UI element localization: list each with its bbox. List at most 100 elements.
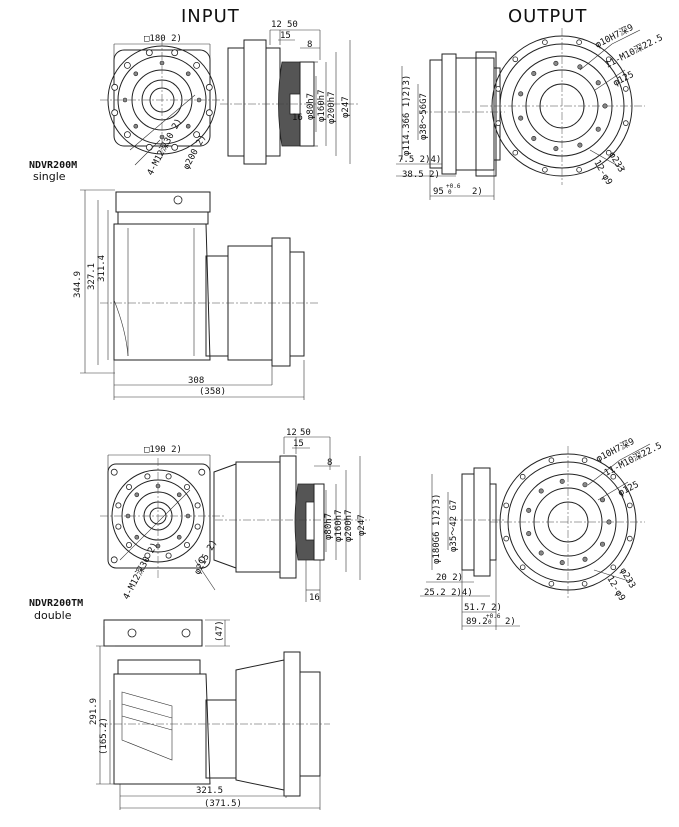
single-out-d38: φ38〜56G7 bbox=[419, 93, 429, 140]
double-h47: (47) bbox=[215, 620, 225, 642]
double-out-v517: 51.7 2) bbox=[464, 603, 502, 613]
bolt-hole bbox=[185, 513, 191, 519]
single-w308: 308 bbox=[188, 376, 204, 386]
bolt-hole bbox=[171, 143, 179, 151]
bolt-hole bbox=[133, 71, 139, 77]
bolt-hole bbox=[165, 473, 172, 480]
output-bolt-hole bbox=[610, 473, 617, 480]
output-tapped-hole bbox=[577, 142, 583, 148]
bolt-hole bbox=[194, 523, 201, 530]
bolt-hole bbox=[194, 502, 201, 509]
double-out-v892-tol: +0.6 bbox=[486, 613, 501, 620]
single-out-d125: φ125 bbox=[612, 70, 636, 89]
bolt-hole bbox=[185, 123, 191, 129]
bolt-hole bbox=[205, 109, 213, 117]
double-top50: 50 bbox=[300, 428, 311, 438]
bolt-hole bbox=[193, 131, 201, 139]
double-input-flange-view: □190 2) φ215 2) 4-M12深30 2) bbox=[100, 445, 225, 601]
bolt-hole bbox=[111, 109, 119, 117]
single-output-front-view: φ10H7深9 11-M10深22.5 φ125 φ233 12-φ9 bbox=[480, 22, 665, 187]
bolt-hole bbox=[124, 62, 131, 69]
single-out-v75: 7.5 2)4) bbox=[398, 155, 441, 165]
output-tapped-hole bbox=[599, 541, 605, 547]
single-h3271: 327.1 bbox=[87, 263, 97, 290]
bolt-hole bbox=[126, 483, 133, 490]
output-tapped-hole bbox=[602, 103, 608, 109]
output-bolt-hole bbox=[548, 457, 555, 464]
output-tapped-hole bbox=[559, 478, 565, 484]
output-tapped-hole bbox=[518, 115, 524, 121]
single-out-d114: φ114.366 1)2)3) bbox=[402, 75, 412, 156]
double-d80h7: φ80h7 bbox=[324, 513, 334, 540]
output-bolt-hole bbox=[581, 580, 588, 587]
double-d16: 16 bbox=[309, 593, 320, 603]
bolt-hole bbox=[159, 134, 165, 140]
bolt-hole bbox=[196, 97, 202, 103]
bolt-hole bbox=[134, 492, 140, 498]
output-header: OUTPUT bbox=[508, 6, 587, 27]
bolt-hole bbox=[125, 513, 131, 519]
output-tapped-hole bbox=[538, 488, 544, 494]
double-out-d35: φ35〜42 G7 bbox=[449, 500, 459, 552]
output-tapped-hole bbox=[595, 126, 601, 132]
output-tapped-hole bbox=[582, 482, 588, 488]
double-side-view: (47) 291.9 (165.2) 321.5 (371.5) bbox=[89, 619, 330, 810]
double-w3715: (371.5) bbox=[204, 799, 242, 809]
output-bolt-hole bbox=[576, 167, 582, 173]
double-top15: 15 bbox=[293, 439, 304, 449]
bolt-hole bbox=[144, 552, 151, 559]
model-name-double: NDVR200TM bbox=[29, 598, 83, 609]
bolt-hole bbox=[145, 143, 153, 151]
double-out-v892-tol2: 0 bbox=[488, 619, 492, 626]
single-d247: φ247 bbox=[341, 96, 351, 118]
single-out-v95-tol: +0.6 bbox=[446, 183, 461, 190]
single-out-v95n: 2) bbox=[472, 187, 483, 197]
bolt-hole bbox=[165, 552, 172, 559]
bolt-hole bbox=[133, 123, 139, 129]
output-bolt-hole bbox=[610, 564, 617, 571]
double-out-v20: 20 2) bbox=[436, 573, 463, 583]
single-d80h7: φ80h7 bbox=[306, 93, 316, 120]
single-output-side-view: φ114.366 1)2)3) φ38〜56G7 7.5 2)4) 38.5 2… bbox=[396, 51, 505, 200]
output-tapped-hole bbox=[531, 71, 537, 77]
bolt-hole bbox=[111, 83, 119, 91]
output-tapped-hole bbox=[538, 550, 544, 556]
bolt-hole bbox=[155, 543, 161, 549]
output-bolt-hole bbox=[512, 149, 519, 156]
output-bolt-hole bbox=[495, 86, 502, 92]
output-bolt-hole bbox=[542, 39, 548, 45]
double-output-side-view: φ180G6 1)2)3) φ35〜42 G7 20 2) 25.2 2)4) … bbox=[420, 467, 520, 630]
output-bolt-hole bbox=[581, 457, 588, 464]
bolt-hole bbox=[144, 473, 151, 480]
model-variant-single: single bbox=[33, 170, 66, 183]
output-bolt-hole bbox=[605, 149, 612, 156]
single-out-d10h7: φ10H7深9 bbox=[593, 22, 635, 51]
input-header: INPUT bbox=[181, 6, 240, 27]
output-tapped-hole bbox=[595, 80, 601, 86]
double-d160h7: φ160h7 bbox=[334, 509, 344, 542]
output-tapped-hole bbox=[577, 64, 583, 70]
output-tapped-hole bbox=[531, 136, 537, 142]
double-output-front-view: φ10H7深9 11-M10深22.5 φ125 φ233 12-φ9 bbox=[490, 436, 664, 603]
output-tapped-hole bbox=[526, 531, 532, 537]
output-bolt-hole bbox=[622, 86, 629, 92]
double-w3215: 321.5 bbox=[196, 786, 223, 796]
single-out-v385: 38.5 2) bbox=[402, 170, 440, 180]
bolt-hole bbox=[115, 502, 122, 509]
single-d160h7: φ160h7 bbox=[317, 89, 327, 122]
bolt-hole bbox=[134, 534, 140, 540]
bolt-hole bbox=[155, 483, 161, 489]
double-input-section-view: 12 50 15 8 φ80h7 φ160h7 φ200h7 φ247 16 bbox=[213, 428, 370, 603]
bolt-hole bbox=[171, 49, 179, 57]
single-w358: (358) bbox=[199, 387, 226, 397]
single-h3114: 311.4 bbox=[97, 255, 107, 282]
single-d200h7: φ200h7 bbox=[327, 91, 337, 124]
single-d16: 16 bbox=[292, 113, 303, 123]
double-pcd-dim: φ215 2) bbox=[193, 538, 220, 576]
single-out-v95: 95 bbox=[433, 187, 444, 197]
single-top50: 50 bbox=[287, 20, 298, 30]
output-tapped-hole bbox=[606, 519, 612, 525]
bolt-hole bbox=[205, 83, 213, 91]
